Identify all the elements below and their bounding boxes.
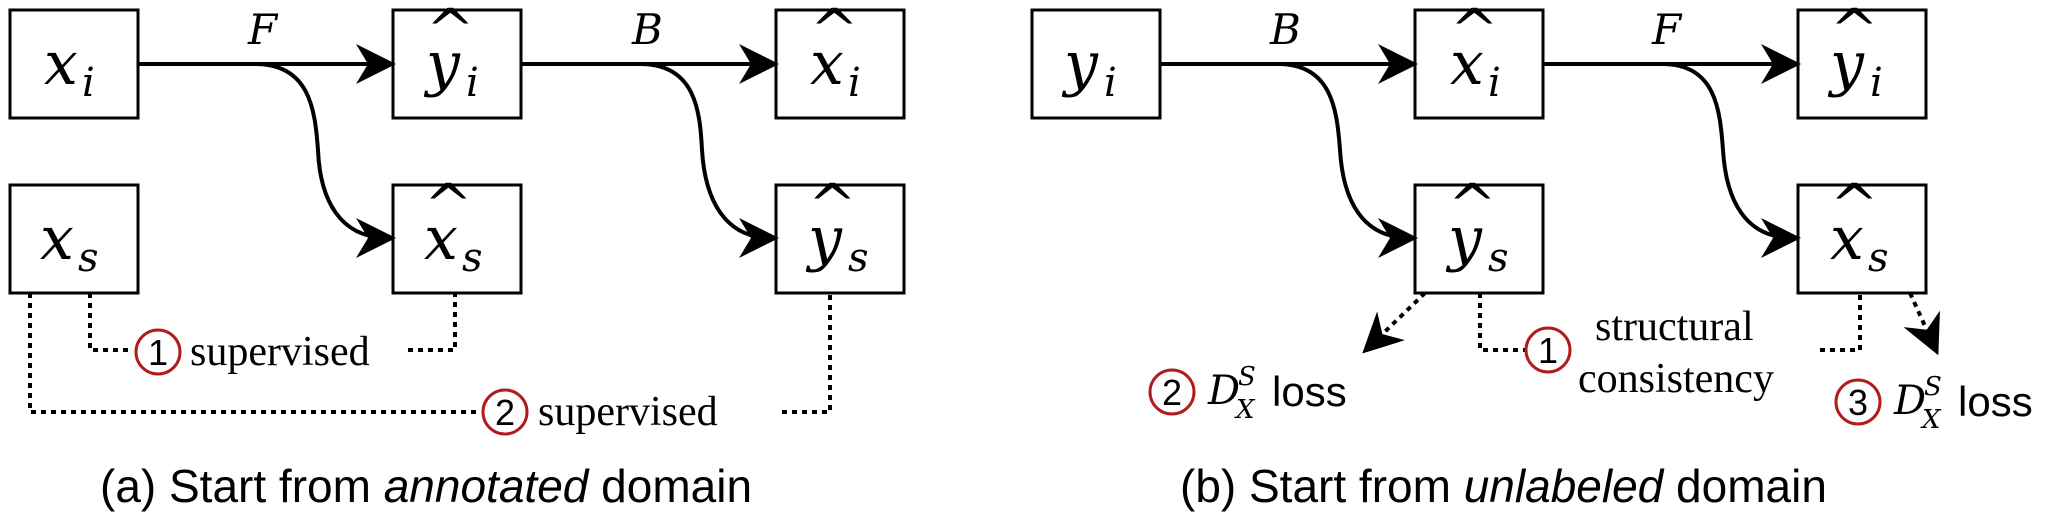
svg-text:^: ^ <box>808 171 857 239</box>
svg-text:x: x <box>40 204 74 274</box>
loss-2-discriminator: 2 D S X loss <box>1148 362 1347 425</box>
svg-text:S: S <box>1924 372 1942 402</box>
curve-to-y-hat-s-b <box>1277 62 1418 258</box>
svg-text:2: 2 <box>495 392 515 433</box>
svg-text:^: ^ <box>426 0 475 64</box>
svg-text:i: i <box>466 60 479 106</box>
svg-text:S: S <box>1238 362 1256 392</box>
svg-text:y: y <box>1061 29 1099 99</box>
panel-a: x i ^ y i ^ x i x s ^ x s ^ <box>8 0 906 512</box>
svg-text:s: s <box>462 235 483 281</box>
svg-text:consistency: consistency <box>1578 356 1774 402</box>
svg-text:2: 2 <box>1162 372 1182 413</box>
caption-a: (a) Start from annotated domain <box>100 460 752 512</box>
dotted-line-1 <box>88 293 132 352</box>
svg-text:x: x <box>1450 29 1484 99</box>
loss-1-supervised: 1 supervised <box>134 328 370 376</box>
svg-text:loss: loss <box>1958 378 2033 425</box>
svg-text:x: x <box>1830 204 1864 274</box>
svg-text:s: s <box>848 235 869 281</box>
edge-label-f-b: F <box>1651 5 1683 54</box>
svg-text:x: x <box>810 29 844 99</box>
dotted-line-structural-right <box>1820 293 1862 352</box>
svg-text:s: s <box>1488 235 1509 281</box>
svg-text:y: y <box>1827 29 1865 99</box>
node-y-hat-i: ^ y i <box>391 0 523 120</box>
svg-text:X: X <box>1234 395 1256 425</box>
svg-text:i: i <box>848 60 861 106</box>
edge-label-f: F <box>247 5 279 54</box>
svg-text:i: i <box>1488 60 1501 106</box>
curve-to-x-hat-s-b <box>1661 62 1801 258</box>
node-x-hat-i-b: ^ x i <box>1413 0 1545 120</box>
dotted-arrow-loss-3 <box>1903 292 1940 356</box>
svg-text:y: y <box>1445 204 1483 274</box>
svg-text:supervised: supervised <box>190 329 370 375</box>
node-x-s: x s <box>8 183 140 295</box>
curve-to-x-hat-s <box>254 62 396 258</box>
curve-to-y-hat-s <box>639 62 779 258</box>
svg-text:^: ^ <box>1450 0 1499 64</box>
dotted-line-2-right <box>782 293 832 414</box>
node-y-hat-i-b: ^ y i <box>1796 0 1928 120</box>
node-y-hat-s: ^ y s <box>774 171 906 295</box>
svg-text:i: i <box>1870 60 1883 106</box>
caption-b: (b) Start from unlabeled domain <box>1180 460 1827 512</box>
svg-text:s: s <box>1868 235 1889 281</box>
svg-text:y: y <box>423 29 461 99</box>
node-x-i: x i <box>8 8 140 120</box>
svg-text:^: ^ <box>810 0 859 64</box>
svg-text:x: x <box>424 204 458 274</box>
loss-1-structural-consistency: 1 structural consistency <box>1524 304 1774 402</box>
svg-text:1: 1 <box>148 332 168 373</box>
node-y-hat-s-b: ^ y s <box>1413 171 1545 295</box>
svg-text:structural: structural <box>1595 304 1754 350</box>
svg-text:1: 1 <box>1538 330 1558 371</box>
node-x-hat-i: ^ x i <box>774 0 906 120</box>
svg-text:^: ^ <box>424 171 473 239</box>
dotted-line-structural <box>1478 293 1525 352</box>
svg-text:y: y <box>805 204 843 274</box>
edge-label-b-b: B <box>1269 5 1301 54</box>
panel-b: y i ^ x i ^ y i ^ y s ^ x s <box>1030 0 2033 512</box>
svg-text:D: D <box>1893 378 1926 424</box>
edge-label-b: B <box>631 5 663 54</box>
node-x-hat-s-b: ^ x s <box>1796 171 1928 295</box>
svg-text:supervised: supervised <box>538 389 718 435</box>
svg-text:3: 3 <box>1848 382 1868 423</box>
svg-text:x: x <box>44 29 78 99</box>
dotted-line-1-right <box>408 293 457 352</box>
svg-text:loss: loss <box>1272 368 1347 415</box>
loss-2-supervised: 2 supervised <box>481 388 718 436</box>
svg-text:^: ^ <box>1830 171 1879 239</box>
dotted-arrow-loss-2 <box>1362 291 1427 354</box>
svg-text:X: X <box>1920 405 1942 435</box>
node-x-hat-s: ^ x s <box>391 171 523 295</box>
loss-3-discriminator: 3 D S X loss <box>1834 372 2033 435</box>
svg-text:D: D <box>1207 368 1240 414</box>
svg-text:i: i <box>82 60 95 106</box>
svg-text:^: ^ <box>1448 171 1497 239</box>
svg-text:i: i <box>1104 60 1117 106</box>
svg-text:^: ^ <box>1830 0 1879 64</box>
svg-text:s: s <box>78 235 99 281</box>
node-y-i: y i <box>1030 8 1162 120</box>
